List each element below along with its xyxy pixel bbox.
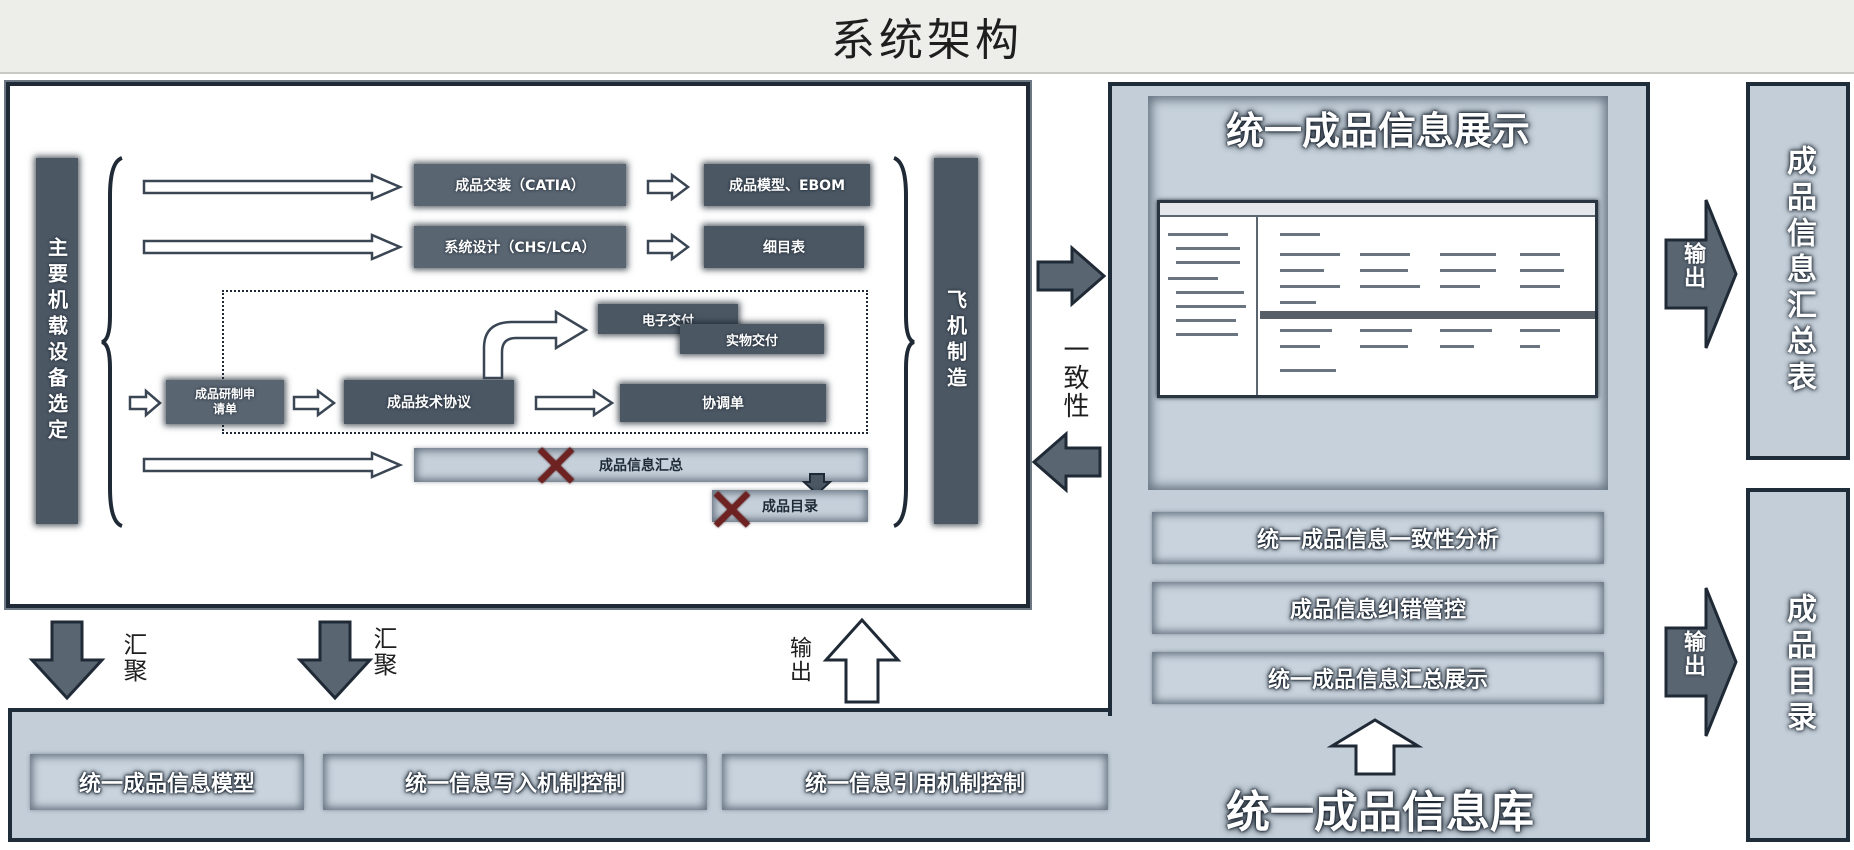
box-model-ebom: 成品模型、EBOM xyxy=(704,164,870,206)
box-coordination-sheet-label: 协调单 xyxy=(702,396,744,412)
consistency-label: 一致性 xyxy=(1059,336,1089,420)
row5-long-arrow xyxy=(142,451,404,479)
curved-delivery-arrow xyxy=(482,309,589,380)
cross-mark-catalog: ✕ xyxy=(706,474,758,547)
cross-mark-summary: ✕ xyxy=(530,430,582,503)
output-label-right-2: 输出 xyxy=(1680,630,1705,678)
box-catalog: 成品目录 xyxy=(712,490,868,522)
mini-tree xyxy=(1160,217,1258,395)
row2-short-arrow xyxy=(646,232,691,262)
library-module-write-control-label: 统一信息写入机制控制 xyxy=(404,772,625,797)
box-system-design-label: 系统设计（CHS/LCA） xyxy=(444,240,596,256)
library-module-reference-control: 统一信息引用机制控制 xyxy=(722,754,1108,810)
aggregate-label-1: 汇聚 xyxy=(119,632,147,684)
up-arrow-library xyxy=(1326,718,1424,776)
vertical-equipment-selection: 主要机载设备选定 xyxy=(36,158,78,524)
box-catalog-label: 成品目录 xyxy=(762,499,818,515)
library-title: 统一成品信息库 xyxy=(1226,787,1534,838)
vertical-equipment-selection-label: 主要机载设备选定 xyxy=(44,237,69,445)
box-catia-delivery-label: 成品交装（CATIA） xyxy=(455,178,585,194)
output-label-right-1: 输出 xyxy=(1680,242,1705,290)
box-physical-delivery-label: 实物交付 xyxy=(725,333,778,349)
output-summary-table: 成品信息汇总表 xyxy=(1746,82,1850,460)
module-summary-display-label: 统一成品信息汇总展示 xyxy=(1267,668,1488,693)
box-detail-list: 细目表 xyxy=(704,226,864,268)
box-coordination-sheet: 协调单 xyxy=(620,384,826,422)
box-info-summary-label: 成品信息汇总 xyxy=(599,458,683,474)
consistency-arrow-right xyxy=(1036,244,1107,308)
display-title: 统一成品信息展示 xyxy=(1225,109,1530,153)
box-request-form: 成品研制申请单 xyxy=(166,380,284,424)
library-module-write-control: 统一信息写入机制控制 xyxy=(323,754,707,810)
box-tech-agreement: 成品技术协议 xyxy=(344,380,514,424)
output-catalog: 成品目录 xyxy=(1746,488,1850,842)
consistency-arrow-left xyxy=(1031,430,1102,494)
aggregate-arrow-2 xyxy=(296,620,374,701)
output-label-up: 输出 xyxy=(786,636,811,684)
vertical-aircraft-manufacturing: 飞机制造 xyxy=(934,158,978,524)
box-system-design: 系统设计（CHS/LCA） xyxy=(414,226,626,268)
box-model-ebom-label: 成品模型、EBOM xyxy=(728,178,846,194)
summary-down-arrow xyxy=(801,473,833,496)
box-physical-delivery: 实物交付 xyxy=(680,324,824,354)
mini-toolbar xyxy=(1160,203,1595,217)
box-request-form-label: 成品研制申请单 xyxy=(194,387,255,416)
row1-long-arrow xyxy=(142,173,404,201)
band-seam xyxy=(1108,704,1650,716)
output-arrow-right-1 xyxy=(1664,199,1738,349)
left-brace xyxy=(101,156,123,528)
output-arrow-right-2 xyxy=(1664,587,1738,737)
module-consistency-analysis-label: 统一成品信息一致性分析 xyxy=(1256,528,1499,553)
row1-short-arrow xyxy=(646,172,691,202)
vertical-aircraft-manufacturing-label: 飞机制造 xyxy=(943,289,968,393)
output-arrow-up xyxy=(822,617,902,704)
process-arrow-2 xyxy=(292,388,337,418)
box-info-summary: 成品信息汇总 xyxy=(414,448,868,482)
library-module-reference-control-label: 统一信息引用机制控制 xyxy=(804,772,1025,797)
row2-long-arrow xyxy=(142,233,404,261)
box-catia-delivery: 成品交装（CATIA） xyxy=(414,164,626,206)
library-module-model-label: 统一成品信息模型 xyxy=(78,772,255,797)
library-module-model: 统一成品信息模型 xyxy=(30,754,304,810)
module-summary-display: 统一成品信息汇总展示 xyxy=(1152,652,1604,704)
output-catalog-label: 成品目录 xyxy=(1781,593,1816,737)
aggregate-arrow-1 xyxy=(28,620,106,701)
module-consistency-analysis: 统一成品信息一致性分析 xyxy=(1152,512,1604,564)
output-summary-table-label: 成品信息汇总表 xyxy=(1781,145,1816,397)
aggregate-label-2: 汇聚 xyxy=(369,626,397,678)
right-brace xyxy=(893,156,915,528)
module-error-control: 成品信息纠错管控 xyxy=(1152,582,1604,634)
header-bar: 系统架构 xyxy=(0,0,1854,74)
page-title: 系统架构 xyxy=(831,15,1023,66)
process-dotted-frame xyxy=(222,290,868,434)
box-tech-agreement-label: 成品技术协议 xyxy=(387,395,471,411)
mini-screenshot xyxy=(1157,200,1598,398)
box-detail-list-label: 细目表 xyxy=(763,240,805,256)
process-arrow-3 xyxy=(534,388,615,418)
process-entry-arrow xyxy=(128,388,162,418)
module-error-control-label: 成品信息纠错管控 xyxy=(1289,598,1466,623)
